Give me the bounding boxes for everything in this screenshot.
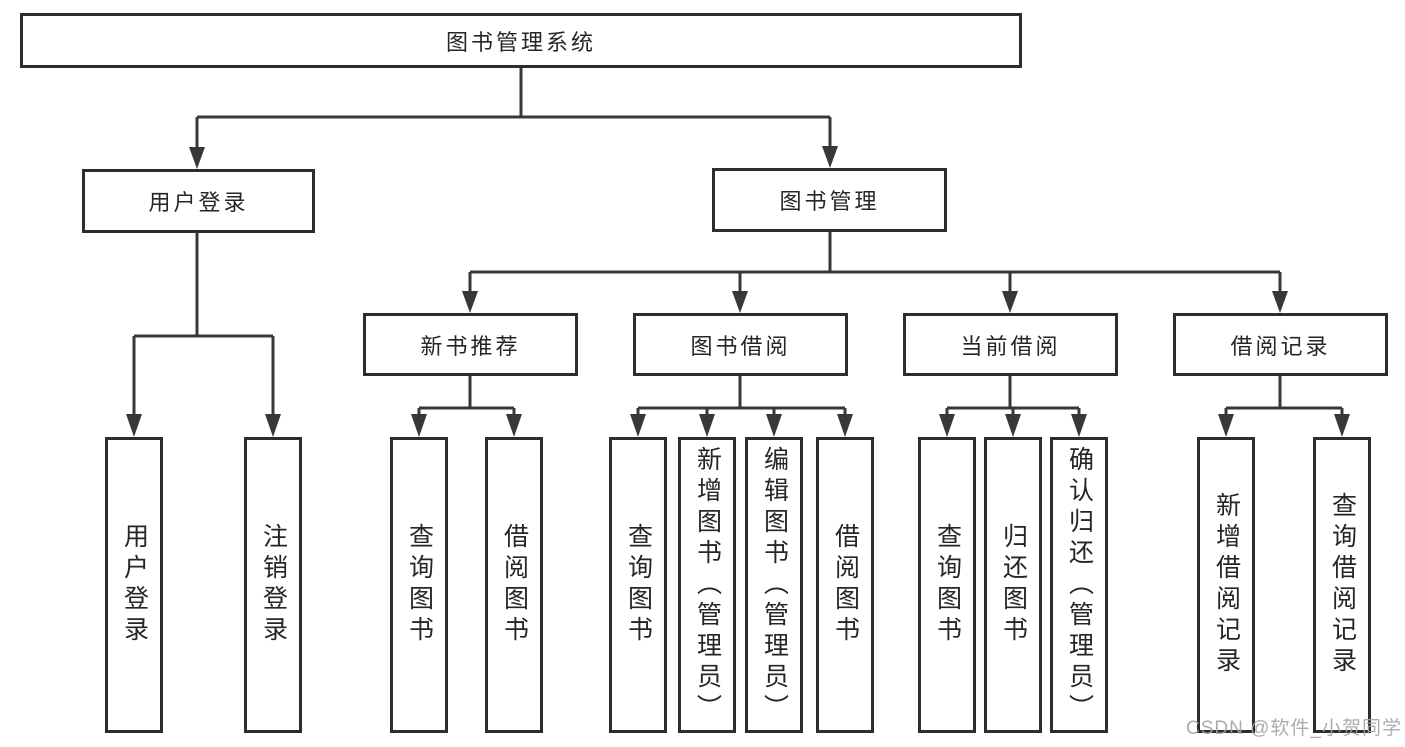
leaf-label: 借阅图书 [831,523,860,647]
leaf-add-book-admin: 新增图书（管理员） [678,437,736,733]
leaf-label: 编辑图书（管理员） [760,445,789,725]
node-user-login: 用户登录 [82,169,315,233]
leaf-label: 注销登录 [259,523,288,647]
leaf-label: 新增借阅记录 [1212,492,1241,678]
csdn-watermark: CSDN @软件_小贺同学 [1186,718,1402,739]
leaf-label: 查询图书 [933,523,962,647]
leaf-label: 借阅图书 [500,523,529,647]
node-library-management-system: 图书管理系统 [20,13,1022,68]
leaf-add-borrow-record: 新增借阅记录 [1197,437,1255,733]
node-book-management: 图书管理 [712,168,947,232]
node-label: 图书管理系统 [445,29,596,55]
node-current-borrow: 当前借阅 [903,313,1118,376]
leaf-query-books-recommend: 查询图书 [390,437,448,733]
leaf-logout: 注销登录 [244,437,302,733]
node-label: 图书管理 [779,189,880,214]
node-label: 图书借阅 [690,333,791,359]
leaf-query-books-current: 查询图书 [918,437,976,733]
leaf-query-borrow-record: 查询借阅记录 [1313,437,1371,733]
node-label: 当前借阅 [960,333,1061,359]
leaf-label: 归还图书 [999,523,1028,647]
leaf-label: 查询图书 [405,523,434,647]
leaf-label: 新增图书（管理员） [693,445,722,725]
leaf-label: 确认归还（管理员） [1065,445,1094,725]
node-label: 新书推荐 [420,333,521,359]
node-label: 借阅记录 [1230,333,1331,359]
arrowheads [126,146,1350,437]
leaf-label: 查询图书 [624,523,653,647]
node-book-borrow: 图书借阅 [633,313,848,376]
leaf-borrow-books-recommend: 借阅图书 [485,437,543,733]
leaf-label: 查询借阅记录 [1328,492,1357,678]
leaf-label: 用户登录 [120,523,149,647]
node-label: 用户登录 [148,190,249,215]
node-borrow-records: 借阅记录 [1173,313,1388,376]
node-new-book-recommend: 新书推荐 [363,313,578,376]
leaf-borrow-books-borrow: 借阅图书 [816,437,874,733]
leaf-confirm-return-admin: 确认归还（管理员） [1050,437,1108,733]
leaf-query-books-borrow: 查询图书 [609,437,667,733]
leaf-edit-book-admin: 编辑图书（管理员） [745,437,803,733]
leaf-user-login: 用户登录 [105,437,163,733]
leaf-return-book: 归还图书 [984,437,1042,733]
